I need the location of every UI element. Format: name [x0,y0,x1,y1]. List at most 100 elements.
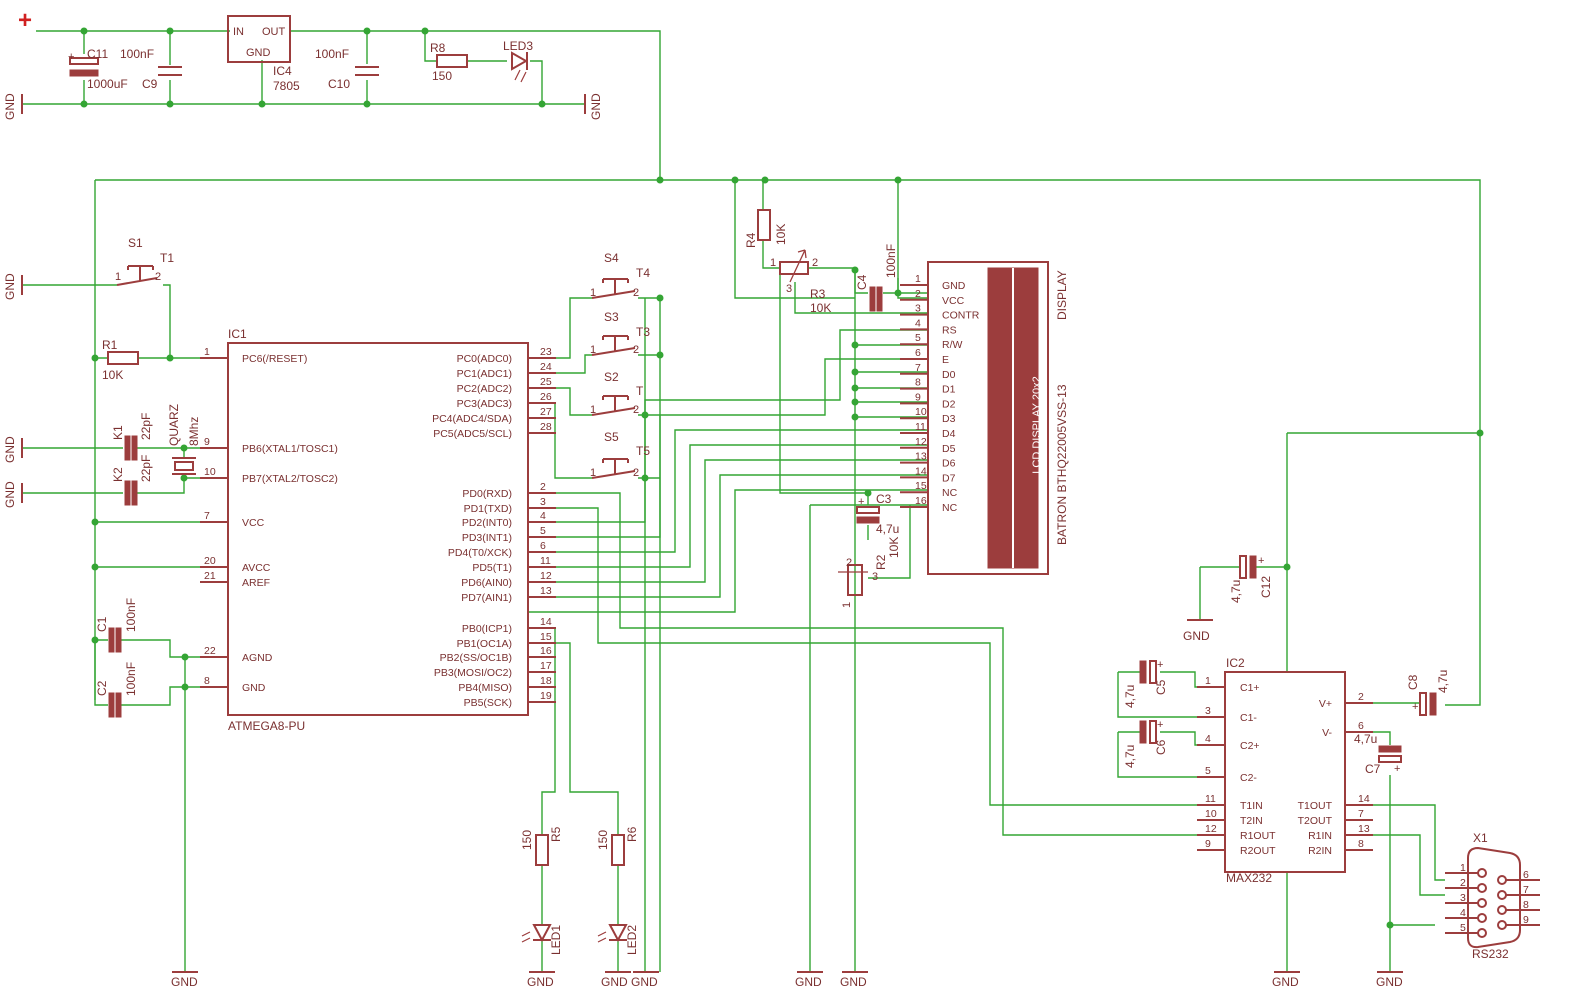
polarity-mark: + [68,51,74,63]
pin-label: T2IN [1240,815,1263,827]
pin-label: GND [942,280,966,292]
pin-num: 1 [590,287,596,299]
x1-name: X1 [1473,831,1488,845]
ic2-name: IC2 [1226,656,1245,670]
c7-name: C7 [1365,762,1381,776]
pin-label: PC0(ADC0) [457,353,512,365]
pin-label: PB6(XTAL1/TOSC1) [242,443,338,455]
switch-s1: 1 2 S1 T1 [115,236,174,286]
pin-label: PB0(ICP1) [462,623,512,635]
capacitor-c1: C1 100nF [95,598,138,653]
pin-number: 16 [540,645,552,657]
c5-name: C5 [1154,679,1168,695]
gnd-label: GND [527,975,554,989]
pin-label: PD6(AIN0) [461,577,512,589]
pin-num: 1 [590,467,596,479]
capacitor-c10: 100nF C10 [315,47,379,91]
led1-name: LED1 [549,925,563,955]
ic4-name: IC4 [273,64,292,78]
pin-label: T1OUT [1298,800,1333,812]
connector-pin: 1 [1445,862,1487,878]
pin-number: 1 [915,273,921,285]
pin: 5C2- [1197,765,1257,784]
capacitor-k1: K1 22pF [111,413,153,461]
display-part: BATRON BTHQ22005VSS-13 [1055,384,1069,545]
pin-number: 26 [540,391,552,403]
connector-pin: 6 [1497,869,1540,885]
pin-label: R1OUT [1240,830,1276,842]
c7-value: 4,7u [1354,732,1377,746]
capacitor-c12: + 4,7u C12 [1229,555,1273,603]
r2-value: 10K [887,537,901,558]
pin-label: T1IN [1240,800,1263,812]
s5-name: S5 [604,430,619,444]
led2-name: LED2 [625,925,639,955]
pin-label: D5 [942,443,956,455]
pin-number: 6 [1523,869,1529,881]
pin-number: 18 [540,675,552,687]
pin-label: PB1(OC1A) [457,638,512,650]
pin-number: 9 [204,436,210,448]
c1-value: 100nF [124,598,138,632]
display-screen-label: LCD DISPLAY 20x2 [1031,376,1043,473]
pin: 4RS [900,317,957,336]
led-led3: LED3 [503,39,533,83]
gnd-label: GND [840,975,867,989]
pin: 6E [900,347,949,366]
pin-number: 25 [540,376,552,388]
pin-number: 22 [204,645,216,657]
pin-number: 13 [540,585,552,597]
pin-label: NC [942,487,958,499]
pin-number: 7 [1358,808,1364,820]
pin-socket [1497,875,1507,885]
pin-number: 24 [540,361,552,373]
pin-number: 10 [204,466,216,478]
gnd-symbol: GND [1376,971,1403,989]
r8-name: R8 [430,41,446,55]
pin-number: 4 [1205,733,1211,745]
pin-label: PD4(T0/XCK) [448,547,512,559]
contrast-circuit: R4 10K 1 2 3 R3 10K C4 100nF + C3 4,7u 2… [744,209,901,608]
led-led1: LED1 [521,924,563,955]
polarity-mark: + [1157,659,1163,671]
pin-socket [1477,928,1487,938]
gnd-label: GND [589,93,603,120]
lcd-display: LCD DISPLAY 20x2 DISPLAY BATRON BTHQ2200… [900,261,1069,575]
pin-num: 2 [155,271,161,283]
switch-s3: 1 2 S3 T3 [590,310,650,356]
pin-number: 8 [915,377,921,389]
bottom-gnd-symbols: GND GND GND GND GND GND GND GND GND [171,619,1403,989]
ic4-gnd: GND [246,47,271,59]
pin-number: 3 [540,496,546,508]
pin-label: CONTR [942,310,980,322]
x1-part: RS232 [1472,947,1509,961]
c10-value: 100nF [315,47,349,61]
capacitor-c4: C4 100nF [855,244,898,312]
pin: 4C2+ [1197,733,1260,752]
led3-name: LED3 [503,39,533,53]
c6-name: C6 [1154,739,1168,755]
pin-label: PC1(ADC1) [457,368,512,380]
capacitor-c6: + 4,7u C6 [1123,719,1168,768]
capacitor-c8: + C8 4,7u [1406,670,1450,716]
mcu-left-pins: 1PC6(/RESET)9PB6(XTAL1/TOSC1)10PB7(XTAL2… [200,346,338,694]
c11-value: 1000uF [87,77,128,91]
pin-number: 7 [204,510,210,522]
connector-pin: 7 [1497,884,1540,900]
pin-label: R2OUT [1240,845,1276,857]
k2-value: 22pF [139,455,153,482]
ic1-part: ATMEGA8-PU [228,719,305,733]
pin-num: 1 [841,602,853,608]
pin-label: D1 [942,384,956,396]
